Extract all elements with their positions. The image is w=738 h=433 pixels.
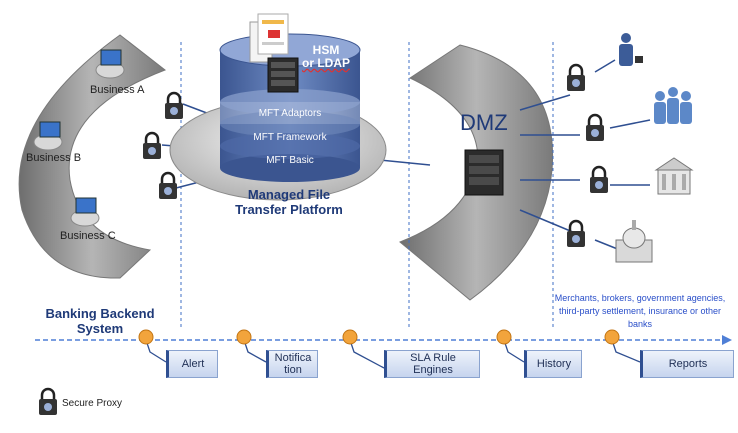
pipeline-step-line1: Notifica: [274, 352, 312, 364]
government-building-icon: [615, 220, 653, 263]
lock-icon: [567, 219, 585, 247]
backend-label-line1: Banking Backend: [45, 306, 155, 321]
document-stack-icon: [249, 13, 289, 63]
business-zone-arc: [18, 34, 167, 279]
platform-title: Managed File Transfer Platform: [224, 187, 354, 217]
external-parties-note: Merchants, brokers, government agencies,…: [544, 292, 736, 331]
backend-label-line2: System: [76, 321, 124, 336]
pipeline-step-line2: Engines: [413, 364, 453, 376]
layer-mft-basic: MFT Basic: [266, 155, 314, 166]
layer-mft-framework: MFT Framework: [253, 132, 327, 143]
layer-mft-adaptors: MFT Adaptors: [258, 108, 322, 119]
hsm-label-line2: or LDAP: [302, 56, 350, 70]
dmz-label: DMZ: [460, 110, 508, 135]
backend-label: Banking Backend System: [40, 306, 160, 336]
pipeline-step-line1: History: [536, 358, 572, 370]
business-c-label: Business C: [60, 230, 116, 242]
pipeline-step-reports: Reports: [640, 350, 734, 378]
lock-icon: [143, 131, 161, 159]
bank-icon: [654, 157, 694, 195]
business-c-computer-icon: [70, 197, 100, 227]
business-b-computer-icon: [33, 121, 63, 151]
business-a-computer-icon: [95, 49, 125, 79]
note-line2: third-party settlement, insurance or oth…: [558, 306, 722, 316]
hsm-label-line1: HSM: [312, 43, 340, 57]
lock-icon: [590, 165, 608, 193]
legend-label: Secure Proxy: [62, 398, 123, 409]
lock-icon: [567, 63, 585, 91]
group-icon: [654, 87, 692, 124]
pipeline-step-line2: tion: [284, 364, 302, 376]
note-line3: banks: [627, 319, 653, 329]
lock-icon: [586, 113, 604, 141]
connector-lines: [161, 59, 651, 251]
lock-icon: [159, 171, 177, 199]
platform-title-line2: Transfer Platform: [235, 202, 343, 217]
platform-cylinder: [219, 33, 361, 182]
pipeline-step-line1: SLA Rule: [410, 352, 456, 364]
business-a-label: Business A: [90, 84, 145, 96]
pipeline-step-line1: Alert: [181, 358, 205, 370]
pipeline-step-history: History: [524, 350, 582, 378]
pipeline-step-line1: Reports: [668, 358, 708, 370]
dmz-server-icon: [464, 149, 504, 196]
pipeline-step-alert: Alert: [166, 350, 218, 378]
timeline-arrowhead: [722, 335, 732, 345]
hsm-ldap-label: HSM or LDAP: [302, 44, 350, 70]
person-icon: [619, 33, 643, 66]
platform-title-line1: Managed File: [247, 187, 331, 202]
lock-icon: [165, 91, 183, 119]
pipeline-markers: [138, 329, 641, 369]
business-b-label: Business B: [26, 152, 82, 164]
legend-lock-icon: [39, 387, 57, 415]
note-line1: Merchants, brokers, government agencies,: [554, 293, 726, 303]
server-icon: [267, 57, 299, 93]
